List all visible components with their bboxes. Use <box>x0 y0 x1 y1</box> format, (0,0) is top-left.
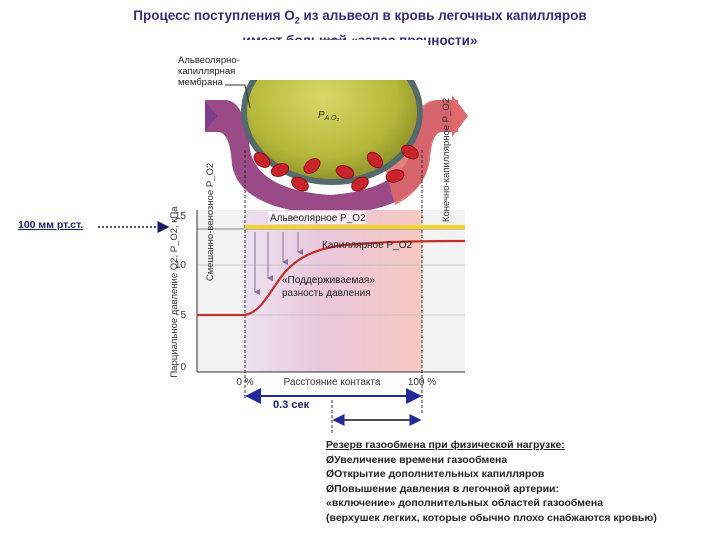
title-line-1: Процесс поступления О2 из альвеол в кров… <box>133 8 587 26</box>
bullet-icon: Ø <box>326 453 335 466</box>
arterial-outflow-arrow <box>452 95 468 137</box>
y-axis-title: Парциальное давление O2, P_O2, кПа <box>169 206 180 378</box>
note-item: ØОткрытие дополнительных капилляров <box>326 468 545 480</box>
note-continuation: (верхушек легких, которые обычно плохо с… <box>326 511 657 524</box>
membrane-pointer <box>225 84 251 109</box>
reference-pressure-label: 100 мм рт.ст. <box>18 219 84 231</box>
note-continuation: «включение» дополнительных областей газо… <box>326 497 604 509</box>
maintained-gradient-line-2: разность давления <box>282 288 371 299</box>
bullet-icon: Ø <box>326 468 335 480</box>
alveolar-po2-label: Альвеолярное P_O2 <box>270 213 366 224</box>
bullet-icon: Ø <box>326 482 335 495</box>
y-tick-10: 10 <box>175 260 187 271</box>
maintained-gradient-line-1: «Поддерживаемая» <box>282 275 375 286</box>
red-blood-cells <box>253 144 419 192</box>
membrane-label: Альвеолярно-капиллярная мембрана <box>178 55 240 88</box>
gradient-arrows <box>254 232 303 295</box>
venous-inflow-arrow <box>205 102 218 130</box>
time-label: 0.3 сек <box>273 399 310 411</box>
notes-heading: Резерв газообмена при физической нагрузк… <box>326 439 565 451</box>
contact-zone-band <box>245 210 422 372</box>
alveolar-po2-label-box <box>268 211 366 224</box>
mixed-venous-label: Смешанно-венозное P_O2 <box>205 163 216 281</box>
maintained-gradient-label: «Поддерживаемая» разность давления <box>282 275 378 299</box>
contact-boundaries <box>244 150 423 415</box>
capillary-po2-label: Капиллярное P_O2 <box>322 240 412 251</box>
x-axis-title: Расстояние контакта <box>284 377 381 388</box>
y-tick-5: 5 <box>180 310 186 321</box>
x-end-label: 100 % <box>408 377 436 388</box>
capillary-po2-curve <box>197 239 466 317</box>
reserve-notes: Резерв газообмена при физической нагрузк… <box>326 438 718 525</box>
end-capillary-label: Конечно-капиллярное P_O2 <box>441 98 452 222</box>
y-tick-15: 15 <box>175 211 187 222</box>
note-item: ØУвеличение времени газообмена <box>326 453 508 466</box>
note-item: ØПовышение давления в легочной артерии: <box>326 482 560 495</box>
y-tick-0: 0 <box>180 362 186 373</box>
x-start-label: 0 % <box>236 377 253 388</box>
